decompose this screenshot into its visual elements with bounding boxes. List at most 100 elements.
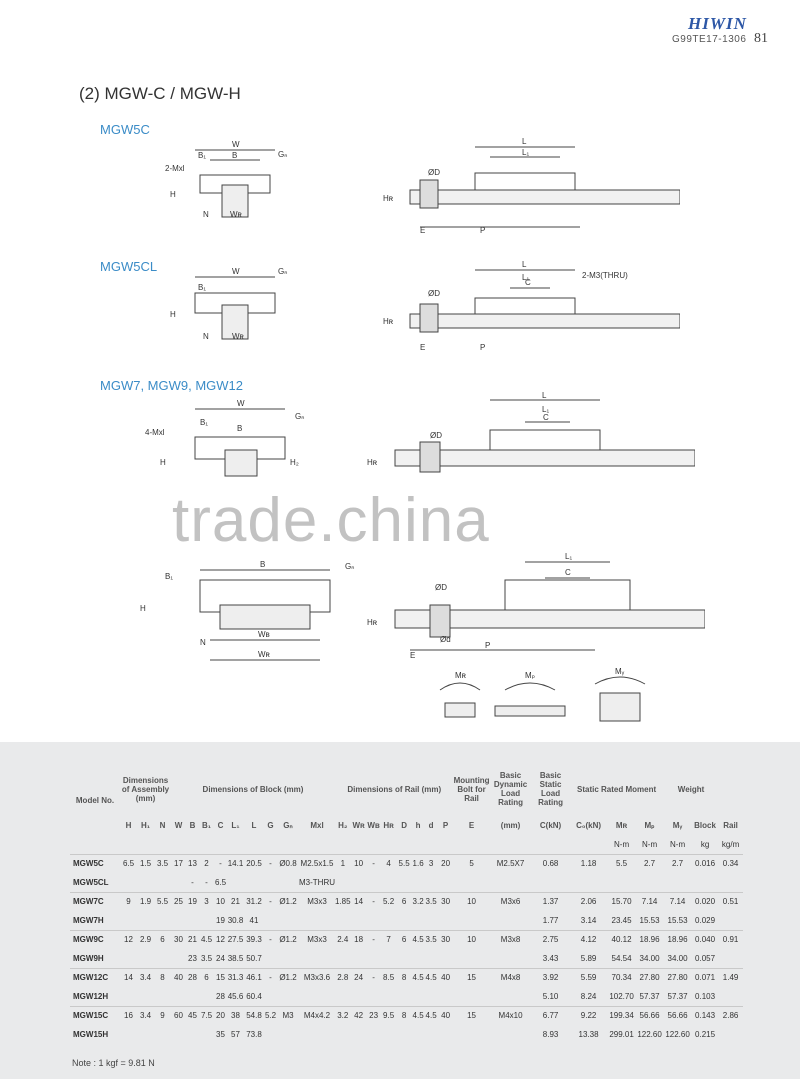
table-cell: M3 [277, 1005, 299, 1025]
table-cell: 18.96 [635, 929, 664, 949]
table-cell: 1.9 [137, 891, 154, 911]
table-cell: 1.85 [335, 891, 351, 911]
table-cell: 0.51 [718, 891, 743, 911]
table-cell: 2.86 [718, 1005, 743, 1025]
table-cell: 4.5 [424, 967, 438, 987]
label-H: H [160, 458, 166, 467]
table-cell [351, 949, 367, 968]
table-cell [264, 1025, 277, 1044]
brand-logo: HIWIN [688, 14, 747, 33]
table-cell [137, 873, 154, 892]
table-cell: 199.34 [607, 1005, 636, 1025]
table-cell: 2.4 [335, 929, 351, 949]
table-cell [664, 873, 692, 892]
table-cell: 50.7 [246, 953, 262, 963]
table-cell: 9.5 [380, 1005, 397, 1025]
table-cell [381, 873, 397, 892]
table-cell: 102.70 [609, 991, 634, 1001]
table-cell [438, 987, 454, 1006]
table-cell [299, 949, 335, 968]
table-cell: 0.34 [718, 853, 743, 873]
table-cell [397, 987, 412, 1006]
table-cell: 15.70 [607, 891, 636, 911]
table-cell: 5.10 [542, 991, 559, 1001]
table-cell: 0.016 [691, 853, 719, 873]
header-block: Dimensions of Block (mm) [202, 784, 304, 794]
table-cell: 1.18 [569, 853, 608, 873]
table-cell: 70.34 [607, 967, 636, 987]
table-cell [264, 873, 277, 892]
table-cell: 3.92 [531, 967, 570, 987]
table-cell: 12 [214, 929, 227, 949]
label-L1: L₁ [522, 148, 529, 157]
table-cell: 1.49 [718, 967, 743, 987]
table-cell: 10 [350, 853, 367, 873]
table-cell: 6 [154, 929, 171, 949]
model-cell: MGW5C [70, 853, 120, 873]
label-2-Mxl: 2-Mxl [165, 164, 185, 173]
table-cell [171, 949, 186, 968]
table-cell: 3 [199, 891, 214, 911]
table-cell: 27.5 [227, 929, 244, 949]
table-cell: 3.4 [137, 967, 154, 987]
subsection-title-mgw5c: MGW5C [100, 122, 150, 137]
table-cell [636, 873, 664, 892]
table-cell [490, 911, 532, 930]
table-cell: 1.5 [137, 853, 154, 873]
table-cell [425, 873, 438, 892]
table-cell [277, 987, 299, 1006]
table-cell [277, 949, 299, 968]
label-N: N [200, 638, 206, 647]
watermark-text: trade.china [166, 485, 496, 556]
static-moment-diagrams: Mʀ Mₚ Mᵧ [439, 668, 646, 722]
table-cell [120, 949, 137, 968]
label-OD: ØD [428, 168, 440, 177]
table-cell: 5.89 [580, 953, 597, 963]
table-cell [154, 873, 171, 892]
table-cell: M3-THRU [299, 877, 335, 887]
table-cell: 4.12 [569, 929, 608, 949]
unit-rail: kg/m [721, 840, 740, 850]
table-cell: 5.5 [607, 853, 636, 873]
table-cell: 23 [366, 1005, 381, 1025]
table-cell: 6.5 [214, 877, 227, 887]
table-cell: M3x3.6 [299, 967, 335, 987]
table-cell: 2.9 [137, 929, 154, 949]
label-H2: H₂ [290, 458, 299, 467]
col-rail: Rail [723, 820, 738, 830]
col-WR: Wʀ [352, 820, 365, 830]
table-cell: 27.80 [635, 967, 664, 987]
label-L: L [522, 137, 527, 146]
table-cell [137, 949, 154, 968]
table-cell [277, 873, 299, 892]
table-cell: 5.2 [380, 891, 397, 911]
label-WR: Wʀ [230, 210, 243, 219]
table-cell [438, 1025, 454, 1044]
table-cell: - [214, 853, 227, 873]
table-cell: 31.3 [227, 967, 244, 987]
col-WB: Wʙ [367, 820, 380, 830]
label-Gn: Gₙ [345, 562, 354, 571]
col-h: h [415, 820, 421, 830]
table-cell: 2.06 [569, 891, 608, 911]
table-cell [454, 987, 490, 1006]
table-cell [438, 911, 454, 930]
table-cell [186, 1025, 199, 1044]
table-cell: 15 [214, 967, 227, 987]
table-cell: 3.43 [542, 953, 559, 963]
label-OD: ØD [430, 431, 442, 440]
col-MP: Mₚ [644, 820, 655, 830]
col-MY: Mᵧ [672, 820, 683, 830]
table-cell: 5.5 [396, 853, 412, 873]
table-cell [381, 1025, 397, 1044]
model-cell: MGW7C [70, 891, 120, 911]
table-cell: 20 [437, 853, 454, 873]
table-cell: 15 [453, 967, 490, 987]
table-cell: 8 [154, 967, 171, 987]
table-cell: 17 [171, 853, 186, 873]
table-cell [299, 987, 335, 1006]
